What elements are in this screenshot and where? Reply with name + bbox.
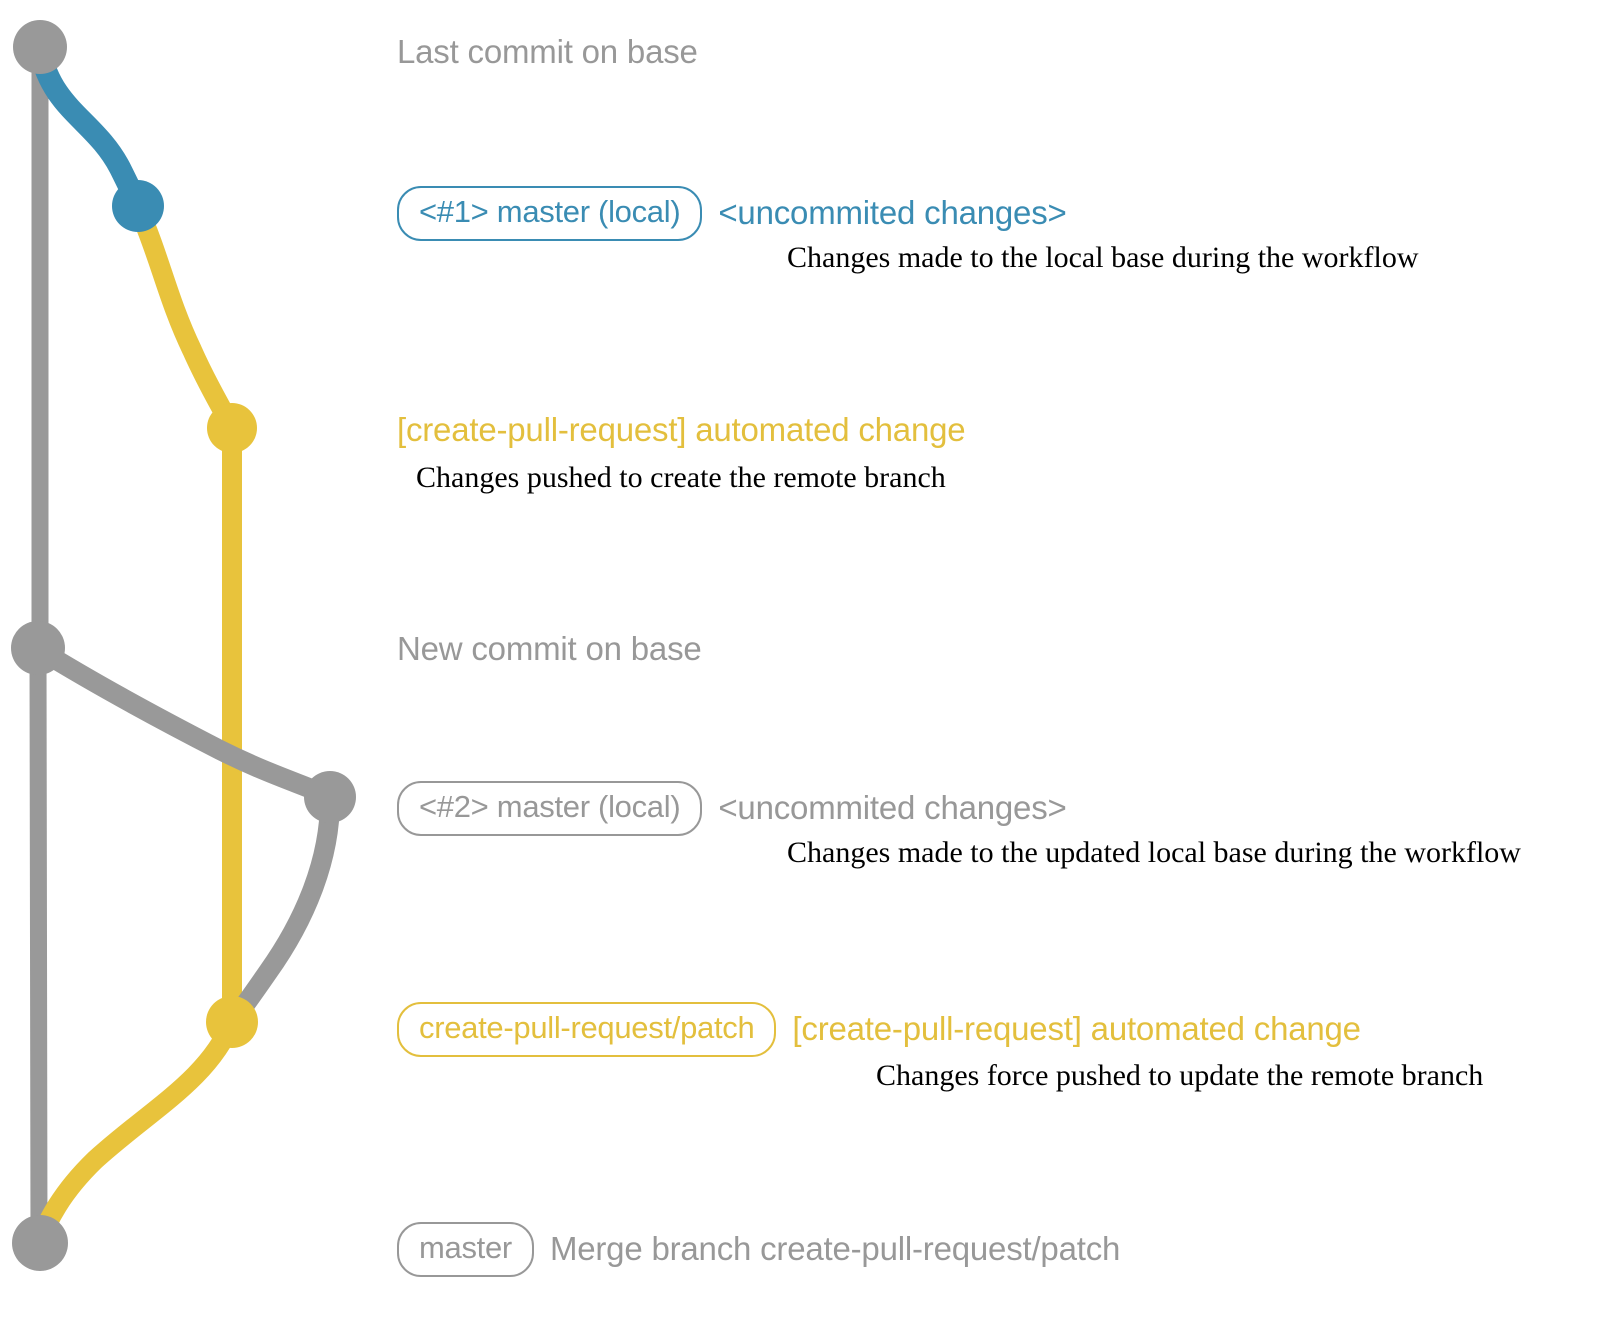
branch-badge-master[interactable]: master — [397, 1222, 534, 1277]
edge-base-trunk-lower — [29, 639, 48, 1252]
row-last-commit-on-base: Last commit on base — [397, 33, 698, 71]
row-master-merge: master Merge branch create-pull-request/… — [397, 1222, 1120, 1277]
row-patch-commit-1: [create-pull-request] automated change — [397, 411, 966, 449]
commit-message-local-2: <uncommited changes> — [718, 789, 1067, 827]
graph-edges — [29, 38, 340, 1253]
row-local-commit-2: <#2> master (local) <uncommited changes> — [397, 781, 1067, 836]
branch-badge-master-local-2[interactable]: <#2> master (local) — [397, 781, 703, 836]
commit-node-master-head[interactable] — [12, 1215, 68, 1271]
commit-message-patch-2: [create-pull-request] automated change — [792, 1010, 1361, 1048]
commit-node-new-base[interactable] — [11, 621, 65, 675]
branch-badge-master-local-1[interactable]: <#1> master (local) — [397, 186, 703, 241]
graph-nodes — [11, 20, 356, 1271]
commit-node-patch-2[interactable] — [206, 996, 258, 1048]
edge-base-new-to-local-2 — [30, 640, 340, 807]
commit-node-last-base[interactable] — [13, 20, 67, 74]
commit-node-local-2[interactable] — [304, 771, 356, 823]
row-local-commit-1: <#1> master (local) <uncommited changes> — [397, 186, 1067, 241]
branch-badge-label: <#2> master (local) — [419, 789, 681, 824]
description-patch-2: Changes force pushed to update the remot… — [876, 1059, 1484, 1092]
row-patch-commit-2: create-pull-request/patch [create-pull-r… — [397, 1002, 1361, 1057]
branch-badge-label: create-pull-request/patch — [419, 1010, 755, 1045]
description-local-2: Changes made to the updated local base d… — [787, 836, 1521, 869]
commit-message-local-1: <uncommited changes> — [718, 194, 1067, 232]
commit-message-patch-1: [create-pull-request] automated change — [397, 411, 966, 448]
commit-node-local-1[interactable] — [112, 180, 164, 232]
last-commit-title: Last commit on base — [397, 33, 698, 70]
description-local-1: Changes made to the local base during th… — [787, 241, 1419, 274]
commit-message-master: Merge branch create-pull-request/patch — [549, 1230, 1121, 1268]
edge-patch-2-to-master — [30, 1012, 242, 1253]
commit-node-patch-1[interactable] — [207, 403, 257, 453]
branch-badge-label: master — [419, 1230, 512, 1265]
edge-local-1-to-patch-1 — [129, 200, 242, 438]
branch-badge-label: <#1> master (local) — [419, 194, 681, 229]
row-new-commit-on-base: New commit on base — [397, 630, 702, 668]
branch-badge-create-pull-request-patch[interactable]: create-pull-request/patch — [397, 1002, 777, 1057]
new-commit-title: New commit on base — [397, 630, 702, 667]
description-patch-1: Changes pushed to create the remote bran… — [416, 461, 946, 494]
